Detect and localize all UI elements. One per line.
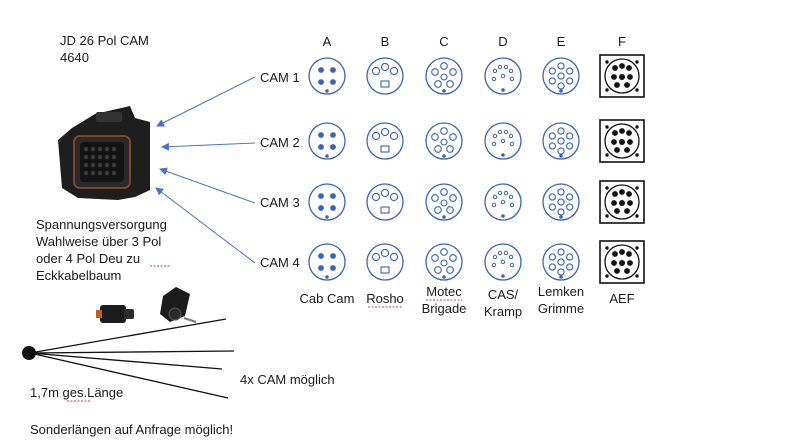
pinout-b-cam-3-icon <box>366 183 404 221</box>
pinout-a-cam-2-icon <box>308 122 346 160</box>
pinout-f-cam-2-icon <box>599 119 645 163</box>
cam-label-2: CAM 2 <box>260 135 300 150</box>
column-label-a: Cab Cam <box>300 291 355 306</box>
arrow-cam-4 <box>155 187 256 264</box>
pinout-c-cam-1-icon <box>425 57 463 95</box>
pinout-b-cam-2-icon <box>366 122 404 160</box>
power-text-3: oder 4 Pol Deu zu <box>36 251 140 266</box>
pinout-f-cam-4-icon <box>599 240 645 284</box>
cam-label-4: CAM 4 <box>260 255 300 270</box>
title-line-2: 4640 <box>60 50 89 65</box>
pinout-e-cam-4-icon <box>542 243 580 281</box>
pinout-f-cam-3-icon <box>599 180 645 224</box>
arrow-cam-1 <box>156 76 256 127</box>
dt-3-pin-plug-image <box>96 305 134 323</box>
column-label-e-1: Lemken <box>538 284 584 299</box>
column-letter-e: E <box>557 34 566 49</box>
pinout-a-cam-3-icon <box>308 183 346 221</box>
pinout-c-cam-4-icon <box>425 243 463 281</box>
dt-4-pin-plug-image <box>160 287 197 323</box>
jd-26-pin-connector-image <box>58 106 150 200</box>
pinout-b-cam-4-icon <box>366 243 404 281</box>
pinout-e-cam-3-icon <box>542 183 580 221</box>
column-letter-d: D <box>498 34 507 49</box>
title-line-1: JD 26 Pol CAM <box>60 33 149 48</box>
column-label-f: AEF <box>609 291 634 306</box>
cam-label-1: CAM 1 <box>260 70 300 85</box>
column-letter-c: C <box>439 34 448 49</box>
cable-special-lengths: Sonderlängen auf Anfrage möglich! <box>30 422 233 437</box>
power-text-1: Spannungsversorgung <box>36 217 167 232</box>
pinout-a-cam-1-icon <box>308 57 346 95</box>
pinout-e-cam-1-icon <box>542 57 580 95</box>
power-text-4: Eckkabelbaum <box>36 268 121 283</box>
column-label-e-2: Grimme <box>538 301 584 316</box>
column-label-c-2: Brigade <box>422 301 467 316</box>
pinout-d-cam-1-icon <box>484 57 522 95</box>
power-text-2: Wahlweise über 3 Pol <box>36 234 161 249</box>
column-label-c-1: Motec <box>426 284 462 299</box>
pinout-e-cam-2-icon <box>542 122 580 160</box>
connector-pinout-grid <box>308 54 645 284</box>
pinout-d-cam-3-icon <box>484 183 522 221</box>
cable-cams-possible: 4x CAM möglich <box>240 372 335 387</box>
column-letter-a: A <box>323 34 332 49</box>
arrow-cam-3 <box>159 167 256 204</box>
pinout-a-cam-4-icon <box>308 243 346 281</box>
column-label-b: Rosho <box>366 291 404 306</box>
cam-label-3: CAM 3 <box>260 195 300 210</box>
cable-total-length: 1,7m ges.Länge <box>30 385 123 400</box>
column-letter-b: B <box>381 34 390 49</box>
pinout-c-cam-2-icon <box>425 122 463 160</box>
pinout-c-cam-3-icon <box>425 183 463 221</box>
arrow-cam-2 <box>161 142 256 151</box>
column-label-d-1: CAS/ <box>488 287 519 302</box>
pinout-f-cam-1-icon <box>599 54 645 98</box>
column-label-d-2: Kramp <box>484 304 522 319</box>
pinout-b-cam-1-icon <box>366 57 404 95</box>
column-letter-f: F <box>618 34 626 49</box>
cable-harness <box>22 318 235 399</box>
pinout-d-cam-2-icon <box>484 122 522 160</box>
pinout-d-cam-4-icon <box>484 243 522 281</box>
